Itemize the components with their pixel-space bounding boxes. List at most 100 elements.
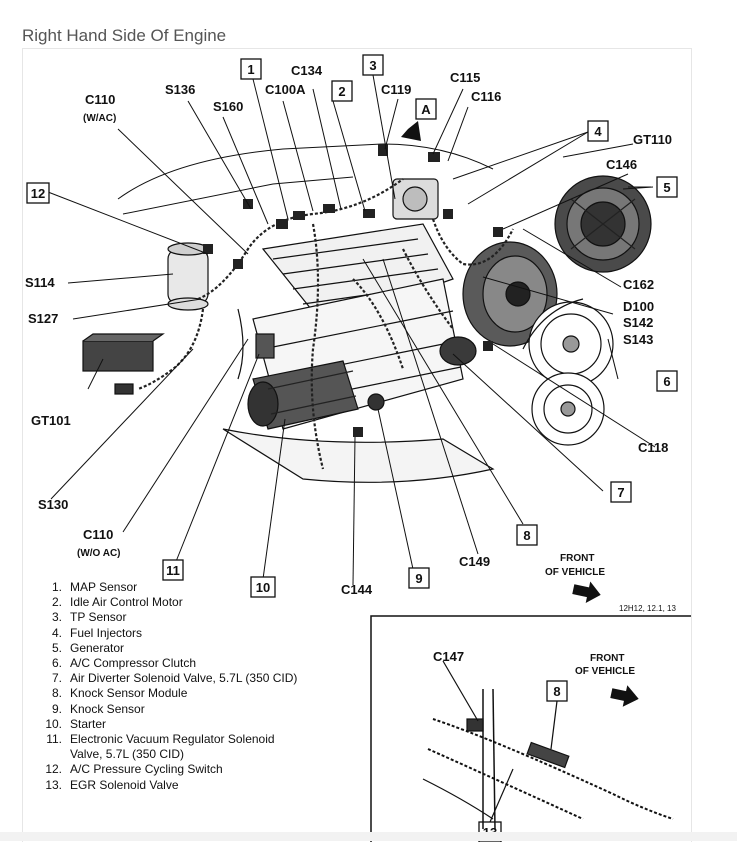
legend-item: 1.MAP Sensor (32, 580, 320, 595)
label-gt101: GT101 (31, 413, 71, 428)
starter-drawing (247, 360, 359, 430)
legend-text: Valve, 5.7L (350 CID) (70, 747, 185, 762)
generator-drawing (554, 175, 652, 273)
callout-7: 7 (617, 485, 624, 500)
pulleys-drawing (522, 298, 614, 446)
legend-item: 3. TP Sensor (32, 610, 320, 625)
inset-view: C147 FRONT OF VEHICLE 8 13 (370, 615, 691, 842)
legend-item: 10. Starter (32, 717, 320, 732)
legend-item: 5. Generator (32, 641, 320, 656)
legend-item: 12. A/C Pressure Cycling Switch (32, 762, 320, 777)
label-s136: S136 (165, 82, 195, 97)
legend-num: 6. (51, 656, 62, 671)
legend-num (32, 747, 70, 762)
callout-8: 8 (523, 528, 530, 543)
legend-item: 9. Knock Sensor (32, 702, 320, 717)
label-c144: C144 (341, 582, 373, 597)
legend-num: 8. (51, 686, 62, 701)
label-s127: S127 (28, 311, 58, 326)
legend-text: Starter (70, 716, 107, 731)
legend-list: 1.MAP Sensor 2. Idle Air Control Motor 3.… (32, 580, 320, 793)
legend-text: EGR Solenoid Valve (70, 777, 179, 792)
label-gt110: GT110 (633, 132, 672, 147)
legend-text: Electronic Vacuum Regulator Solenoid (70, 732, 275, 747)
figure-code: 12H12, 12.1, 13 (619, 604, 676, 613)
label-c115: C115 (450, 70, 480, 85)
legend-num: 5. (51, 640, 62, 655)
front-arrow-icon (572, 581, 601, 603)
callout-2: 2 (338, 84, 345, 99)
label-c100a: C100A (265, 82, 306, 97)
callout-view-a: A (421, 102, 431, 117)
callout-6: 6 (663, 374, 670, 389)
legend-num: 7. (51, 671, 62, 686)
label-c146: C146 (606, 157, 637, 172)
label-front: FRONT (560, 553, 594, 564)
component-labels: C110 (W/AC) S136 S160 C134 C100A C119 C1… (25, 63, 676, 613)
legend-item: 8. Knock Sensor Module (32, 686, 320, 701)
legend-num: 13. (45, 777, 62, 792)
label-c118: C118 (638, 440, 668, 455)
view-a-arrow (401, 121, 421, 141)
leader-lines (47, 74, 656, 586)
label-c110-woac-sub: (W/O AC) (77, 548, 121, 559)
label-c162: C162 (623, 277, 654, 292)
callout-1: 1 (247, 62, 254, 77)
legend-num: 2. (51, 595, 62, 610)
legend-item: 6. A/C Compressor Clutch (32, 656, 320, 671)
callout-3: 3 (369, 58, 376, 73)
accumulator-drawing (167, 242, 209, 311)
callout-11: 11 (166, 563, 180, 578)
label-s142: S142 (623, 315, 653, 330)
legend-item: Valve, 5.7L (350 CID) (32, 747, 320, 762)
label-of-vehicle: OF VEHICLE (545, 567, 605, 578)
label-c149: C149 (459, 554, 490, 569)
label-d100: D100 (623, 299, 654, 314)
legend-num: 12. (45, 762, 62, 777)
callout-5: 5 (663, 180, 670, 195)
legend-item: 2. Idle Air Control Motor (32, 595, 320, 610)
legend-text: Knock Sensor Module (70, 686, 188, 701)
legend-num: 10. (45, 716, 62, 731)
label-c134: C134 (291, 63, 323, 78)
legend-text: A/C Pressure Cycling Switch (70, 762, 223, 777)
inset-label-of-vehicle: OF VEHICLE (575, 666, 635, 677)
engine-drawing: C110 (W/AC) S136 S160 C134 C100A C119 C1… (25, 54, 691, 842)
label-c110-woac: C110 (83, 527, 113, 542)
ac-compressor-drawing (462, 241, 558, 347)
callout-4: 4 (594, 124, 602, 139)
gt101-bracket-drawing (82, 333, 165, 395)
engine-diagram: C110 (W/AC) S136 S160 C134 C100A C119 C1… (22, 48, 692, 842)
callout-9: 9 (415, 571, 422, 586)
legend-text: MAP Sensor (70, 580, 138, 594)
label-s114: S114 (25, 275, 55, 290)
legend-text: Idle Air Control Motor (70, 595, 183, 610)
legend-text: Air Diverter Solenoid Valve, 5.7L (350 C… (70, 671, 298, 686)
callout-10: 10 (256, 580, 270, 595)
legend-text: A/C Compressor Clutch (70, 656, 197, 671)
legend-text: Fuel Injectors (70, 625, 143, 640)
legend-num: 3. (51, 610, 62, 625)
legend-item: 11. Electronic Vacuum Regulator Solenoid (32, 732, 320, 747)
inset-callout-8: 8 (553, 684, 560, 699)
inset-label-c147: C147 (433, 649, 464, 664)
legend-text: TP Sensor (70, 610, 127, 625)
connectors (203, 144, 503, 437)
callout-numbers: 1 2 3 A 4 5 6 7 8 9 11 10 12 (31, 58, 671, 595)
label-c110-wac-sub: (W/AC) (83, 113, 116, 124)
engine-body (82, 143, 652, 483)
legend-num: 11. (46, 732, 62, 747)
legend-text: Generator (70, 640, 125, 655)
callout-boxes (26, 54, 678, 598)
legend-num: 9. (51, 701, 62, 716)
legend-item: 13. EGR Solenoid Valve (32, 778, 320, 793)
page-title: Right Hand Side Of Engine (22, 26, 227, 45)
legend-num: 4. (51, 625, 62, 640)
label-c110-wac: C110 (85, 92, 115, 107)
legend-text: Knock Sensor (70, 701, 145, 716)
bottom-bar (0, 832, 737, 841)
inset-front-arrow-icon (610, 685, 639, 707)
label-c119: C119 (381, 82, 411, 97)
callout-12: 12 (31, 186, 45, 201)
label-c116: C116 (471, 89, 501, 104)
